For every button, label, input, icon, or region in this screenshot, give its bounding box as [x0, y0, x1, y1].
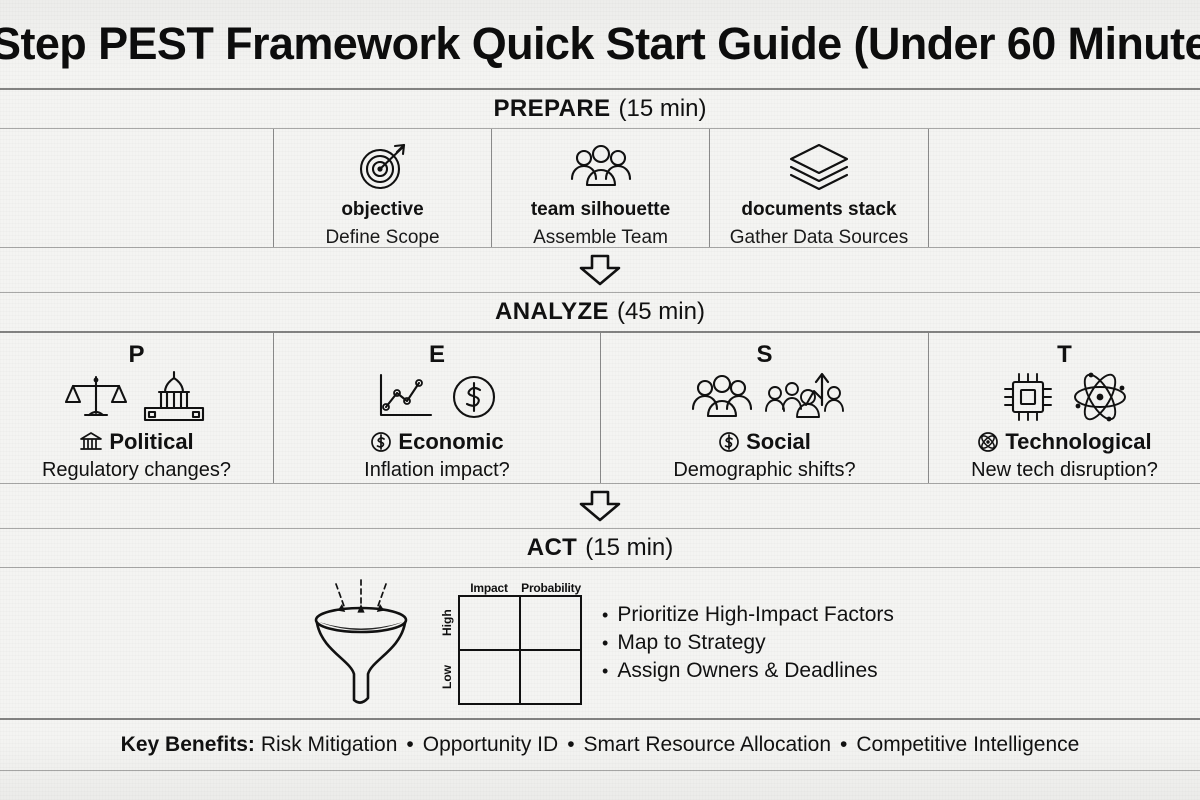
pest-card-political[interactable]: P	[0, 333, 273, 483]
pest-letter-e: E	[428, 341, 445, 368]
prepare-label-objective: objective	[341, 199, 424, 220]
pest-letter-s: S	[756, 341, 773, 368]
documents-stack-icon	[784, 139, 854, 193]
atom-icon	[1069, 369, 1131, 425]
arrow-band-analyze-to-act	[0, 484, 1200, 528]
pest-question-technological: New tech disruption?	[971, 459, 1158, 481]
benefit-separator: •	[567, 733, 575, 756]
matrix-column-probability: Probability	[521, 581, 581, 595]
people-group-icon	[686, 369, 752, 425]
bullet-marker: •	[602, 604, 609, 625]
divider-analyze-bottom	[0, 483, 1200, 484]
key-benefits-bar: Key Benefits: Risk Mitigation • Opportun…	[0, 720, 1200, 770]
team-silhouette-icon	[564, 139, 638, 193]
act-bullet-list: • Prioritize High-Impact Factors • Map t…	[602, 601, 894, 685]
pest-question-political: Regulatory changes?	[41, 459, 231, 481]
dollar-icon	[718, 431, 740, 453]
benefit-separator: •	[840, 733, 848, 756]
pest-letter-p: P	[128, 341, 145, 368]
bullet-marker: •	[602, 632, 609, 653]
stage-header-analyze: ANALYZE (45 min)	[0, 293, 1200, 331]
stage-name-analyze: ANALYZE	[495, 298, 609, 325]
crowd-growth-icon	[764, 369, 844, 425]
stage-header-act: ACT (15 min)	[0, 529, 1200, 567]
pest-card-technological[interactable]: T	[928, 333, 1200, 483]
pest-card-social[interactable]: S	[600, 333, 928, 483]
prepare-card-objective[interactable]: objective Define Scope	[273, 129, 491, 248]
benefit-separator: •	[406, 733, 414, 756]
page-title: 3-Step PEST Framework Quick Start Guide …	[0, 18, 1200, 69]
stage-name-act: ACT	[526, 534, 578, 561]
funnel-icon	[306, 578, 416, 708]
prepare-label-documents: documents stack	[741, 199, 897, 220]
stage-name-prepare: PREPARE	[493, 95, 611, 122]
benefit-4: Competitive Intelligence	[856, 733, 1080, 756]
down-arrow-icon	[579, 490, 621, 522]
act-bullet-3: Assign Owners & Deadlines	[617, 659, 878, 683]
benefit-2: Opportunity ID	[422, 733, 559, 756]
pest-letter-t: T	[1057, 341, 1072, 368]
divider-bottom	[0, 770, 1200, 771]
impact-probability-matrix: Impact Probability High Low	[436, 581, 583, 705]
prepare-gutter-right	[928, 129, 1200, 247]
divider-act-top	[0, 567, 1200, 568]
analyze-row: P	[0, 333, 1200, 483]
act-bullet-1: Prioritize High-Impact Factors	[617, 602, 894, 626]
atom-badge-icon	[977, 431, 999, 453]
list-item: • Prioritize High-Impact Factors	[602, 601, 894, 629]
matrix-grid[interactable]	[458, 595, 583, 705]
title-band: 3-Step PEST Framework Quick Start Guide …	[0, 0, 1200, 88]
divider-act-bottom	[0, 718, 1200, 720]
stage-duration-act: (15 min)	[585, 534, 674, 561]
divider-analyze-head-top	[0, 292, 1200, 293]
matrix-row-low: Low	[440, 665, 455, 690]
divider-prepare-bottom	[0, 247, 1200, 248]
capitol-building-icon	[139, 369, 209, 425]
prepare-caption-documents: Gather Data Sources	[729, 226, 909, 248]
prepare-gutter-left	[0, 129, 273, 247]
down-arrow-icon	[579, 254, 621, 286]
pest-question-economic: Inflation impact?	[364, 459, 510, 481]
prepare-caption-team: Assemble Team	[533, 226, 668, 248]
divider-title	[0, 88, 1200, 90]
target-icon	[354, 139, 412, 193]
prepare-caption-objective: Define Scope	[325, 226, 440, 248]
act-row: Impact Probability High Low • Prioritize…	[0, 568, 1200, 718]
dollar-icon	[370, 431, 392, 453]
pest-card-economic[interactable]: E	[273, 333, 600, 483]
pest-name-economic: Economic	[370, 429, 504, 455]
divider-prepare-top	[0, 128, 1200, 129]
scales-icon	[64, 369, 127, 425]
pest-question-social: Demographic shifts?	[673, 459, 856, 481]
stage-duration-analyze: (45 min)	[616, 298, 705, 325]
microchip-icon	[999, 369, 1057, 425]
arrow-band-prepare-to-analyze	[0, 248, 1200, 292]
prepare-row: objective Define Scope team silhouette A…	[0, 129, 1200, 248]
act-bullet-2: Map to Strategy	[617, 630, 766, 654]
key-benefits-label: Key Benefits:	[120, 733, 255, 756]
benefit-1: Risk Mitigation	[260, 733, 398, 756]
pest-name-technological: Technological	[977, 429, 1152, 455]
stage-duration-prepare: (15 min)	[618, 95, 707, 122]
dollar-circle-icon	[447, 369, 501, 425]
pest-name-political: Political	[79, 429, 194, 455]
divider-analyze-top	[0, 331, 1200, 333]
prepare-card-documents[interactable]: documents stack Gather Data Sources	[709, 129, 928, 248]
divider-act-head-top	[0, 528, 1200, 529]
list-item: • Map to Strategy	[602, 629, 894, 657]
bullet-marker: •	[602, 661, 609, 682]
benefit-3: Smart Resource Allocation	[583, 733, 831, 756]
bank-icon	[79, 431, 103, 453]
pest-name-social: Social	[718, 429, 811, 455]
prepare-card-team[interactable]: team silhouette Assemble Team	[491, 129, 709, 248]
list-item: • Assign Owners & Deadlines	[602, 657, 894, 685]
matrix-column-impact: Impact	[470, 581, 508, 595]
matrix-row-high: High	[440, 609, 455, 636]
stage-header-prepare: PREPARE (15 min)	[0, 90, 1200, 128]
prepare-label-team: team silhouette	[530, 199, 671, 220]
line-chart-icon	[373, 369, 435, 425]
